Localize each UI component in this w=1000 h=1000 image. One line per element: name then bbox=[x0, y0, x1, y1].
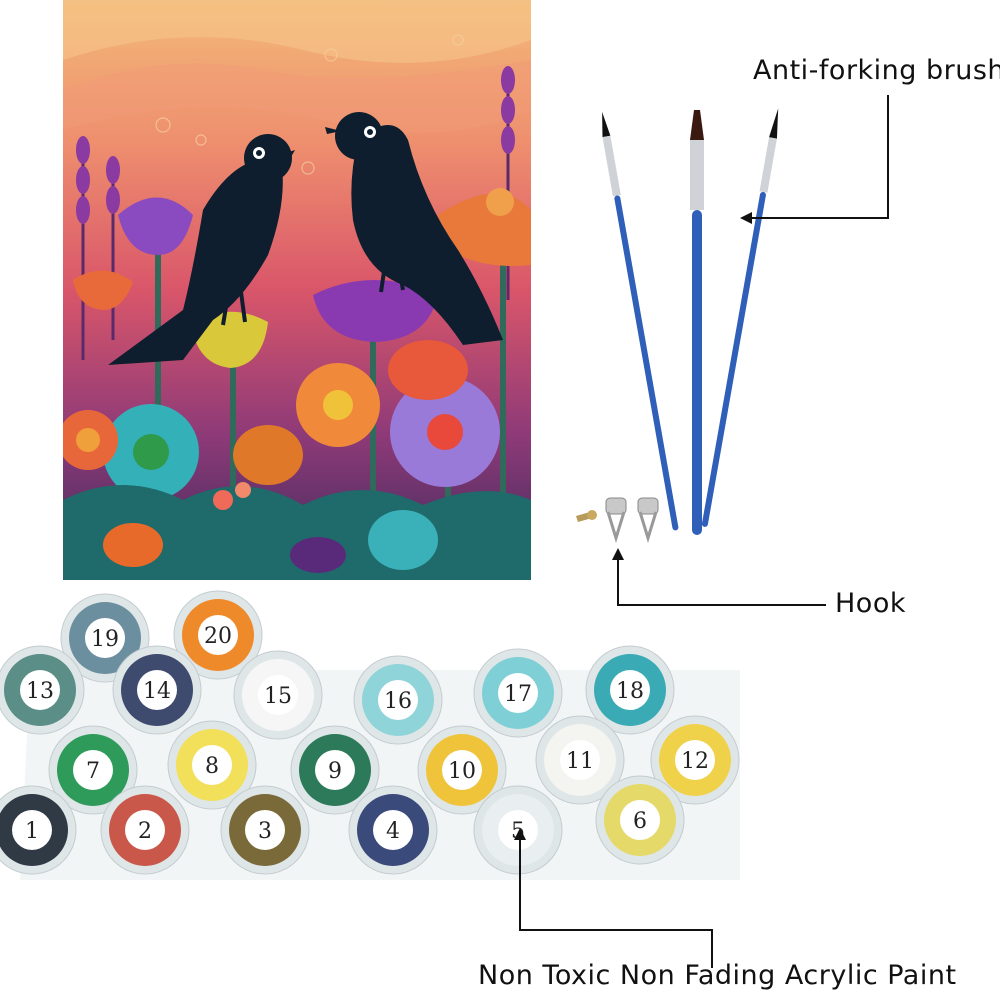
hook-icon bbox=[576, 497, 659, 544]
paint-pot-number: 4 bbox=[386, 819, 400, 844]
paint-pot-4: 4 bbox=[348, 785, 438, 875]
paint-pot-number: 6 bbox=[633, 809, 647, 834]
paint-pot-number: 2 bbox=[138, 819, 152, 844]
paint-pot-1: 1 bbox=[0, 785, 77, 875]
paint-pot-20: 20 bbox=[173, 590, 263, 680]
paint-pot-3: 3 bbox=[220, 785, 310, 875]
paint-brushes-icon bbox=[602, 108, 779, 535]
hooks-image bbox=[570, 490, 670, 550]
paint-pot-7: 7 bbox=[48, 725, 138, 815]
paint-pot-number: 12 bbox=[681, 749, 709, 774]
paint-pot-number: 1 bbox=[25, 819, 39, 844]
paint-pot-8: 8 bbox=[167, 720, 257, 810]
paint-pot-number: 13 bbox=[26, 679, 54, 704]
paint-pot-number: 18 bbox=[616, 679, 644, 704]
paint-pot-14: 14 bbox=[112, 645, 202, 735]
paint-pot-number: 20 bbox=[204, 624, 232, 649]
paint-pot-number: 3 bbox=[258, 819, 272, 844]
paint-pot-12: 12 bbox=[650, 715, 740, 805]
paint-pot-13: 13 bbox=[0, 645, 85, 735]
paint-label: Non Toxic Non Fading Acrylic Paint bbox=[478, 960, 957, 991]
hook-arrowhead bbox=[612, 548, 624, 560]
paint-pot-16: 16 bbox=[353, 655, 443, 745]
paint-pot-6: 6 bbox=[595, 775, 685, 865]
paint-pot-number: 9 bbox=[328, 759, 342, 784]
brushes-label: Anti-forking brushe bbox=[753, 55, 1000, 86]
paint-pot-number: 14 bbox=[143, 679, 171, 704]
painting-image bbox=[63, 0, 531, 580]
paint-pot-15: 15 bbox=[233, 650, 323, 740]
paint-arrowhead bbox=[514, 828, 526, 840]
paint-pot-11: 11 bbox=[535, 715, 625, 805]
paint-pot-number: 8 bbox=[205, 754, 219, 779]
paint-pot-number: 10 bbox=[448, 759, 476, 784]
paint-pot-17: 17 bbox=[473, 648, 563, 738]
paint-pot-number: 15 bbox=[264, 684, 292, 709]
paint-pot-9: 9 bbox=[290, 725, 380, 815]
paint-pot-number: 7 bbox=[86, 759, 100, 784]
brush-arrowhead bbox=[740, 212, 752, 224]
paint-pot-number: 17 bbox=[504, 682, 532, 707]
birds-flowers-artwork bbox=[63, 0, 531, 580]
hook-label: Hook bbox=[835, 588, 906, 619]
paint-pot-number: 19 bbox=[91, 627, 119, 652]
paint-pot-2: 2 bbox=[100, 785, 190, 875]
paint-pot-5: 5 bbox=[473, 785, 563, 875]
paint-pot-number: 16 bbox=[384, 689, 412, 714]
paint-pot-18: 18 bbox=[585, 645, 675, 735]
paint-pot-number: 11 bbox=[566, 749, 594, 774]
brushes-image bbox=[600, 105, 780, 545]
paint-pot-10: 10 bbox=[417, 725, 507, 815]
